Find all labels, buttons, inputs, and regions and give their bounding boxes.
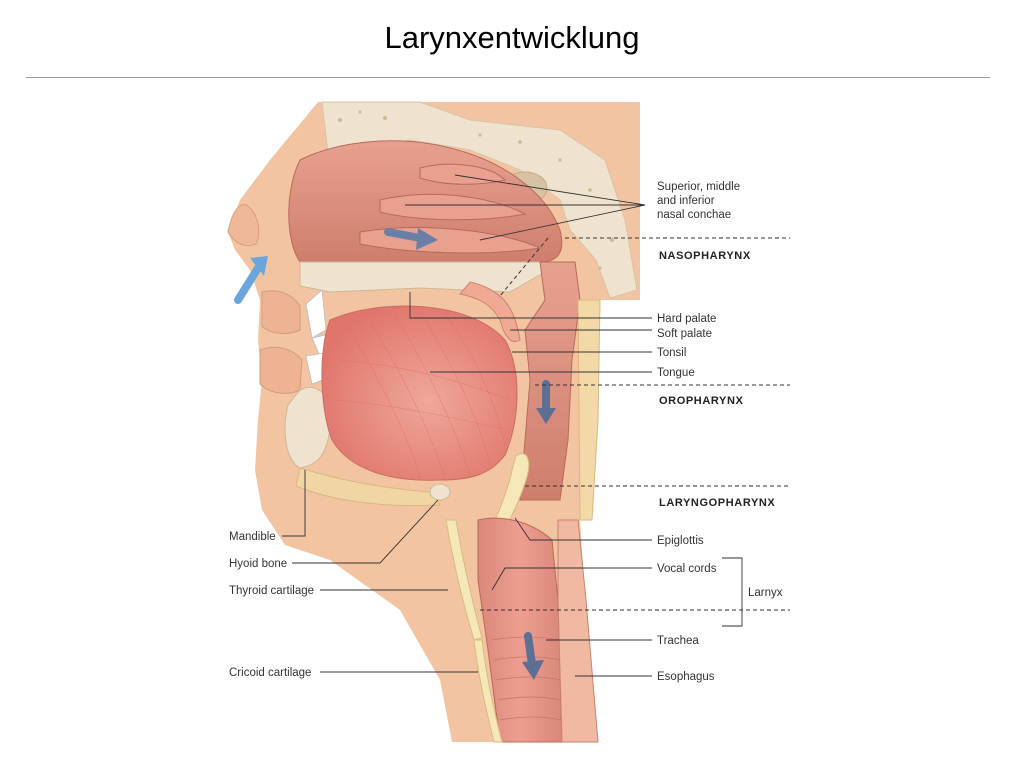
upper-lip	[261, 290, 301, 334]
nasal-airflow-arrow-icon	[384, 228, 438, 250]
cricoid-band	[473, 639, 503, 743]
labels: Superior, middle and inferior nasal conc…	[229, 181, 783, 683]
epiglottis-label: Epiglottis	[657, 535, 704, 547]
hard-palate	[299, 261, 546, 293]
oropharynx-label: OROPHARYNX	[659, 395, 743, 407]
vertebrae	[577, 299, 601, 521]
nose	[227, 204, 260, 247]
esophagus-label: Esophagus	[657, 671, 715, 683]
vocal-cords-label: Vocal cords	[657, 563, 717, 575]
page-title: Larynxentwicklung	[384, 20, 640, 55]
head-illustration	[227, 101, 640, 743]
conchae-label-line1: Superior, middle	[657, 181, 740, 193]
title-divider	[26, 77, 990, 78]
thyroid-cartilage-shape	[445, 519, 483, 641]
pharynx-flow-arrow-icon	[536, 380, 556, 424]
cricoid-cartilage-label: Cricoid cartilage	[229, 667, 311, 679]
larnyx-label: Larnyx	[748, 587, 783, 599]
esophagus-tube	[557, 519, 599, 743]
laryngopharynx-label: LARYNGOPHARYNX	[659, 497, 775, 509]
soft-palate-label: Soft palate	[657, 328, 712, 340]
lower-lip	[259, 346, 303, 394]
bone-dots	[338, 110, 614, 270]
hard-palate-label: Hard palate	[657, 313, 716, 325]
conchae-label-line3: nasal conchae	[657, 209, 731, 221]
hyoid	[429, 483, 451, 501]
thyroid-cartilage-label: Thyroid cartilage	[229, 585, 314, 597]
hyoid-bone-label: Hyoid bone	[229, 558, 287, 570]
tonsil-label: Tonsil	[657, 347, 686, 359]
tongue-label: Tongue	[657, 367, 695, 379]
mandible-label: Mandible	[229, 531, 276, 543]
nasopharynx-label: NASOPHARYNX	[659, 250, 751, 262]
tongue-fibers	[335, 311, 511, 479]
floor-of-mouth	[295, 467, 441, 507]
conchae-label-line2: and inferior	[657, 195, 715, 207]
airflow-arrow-icon	[234, 256, 268, 304]
trachea-flow-arrow-icon	[522, 632, 544, 680]
soft-palate	[459, 281, 521, 343]
leader-lines	[282, 174, 743, 677]
trachea-label: Trachea	[657, 635, 699, 647]
pharynx-airway	[519, 261, 581, 501]
region-lines	[480, 237, 790, 611]
